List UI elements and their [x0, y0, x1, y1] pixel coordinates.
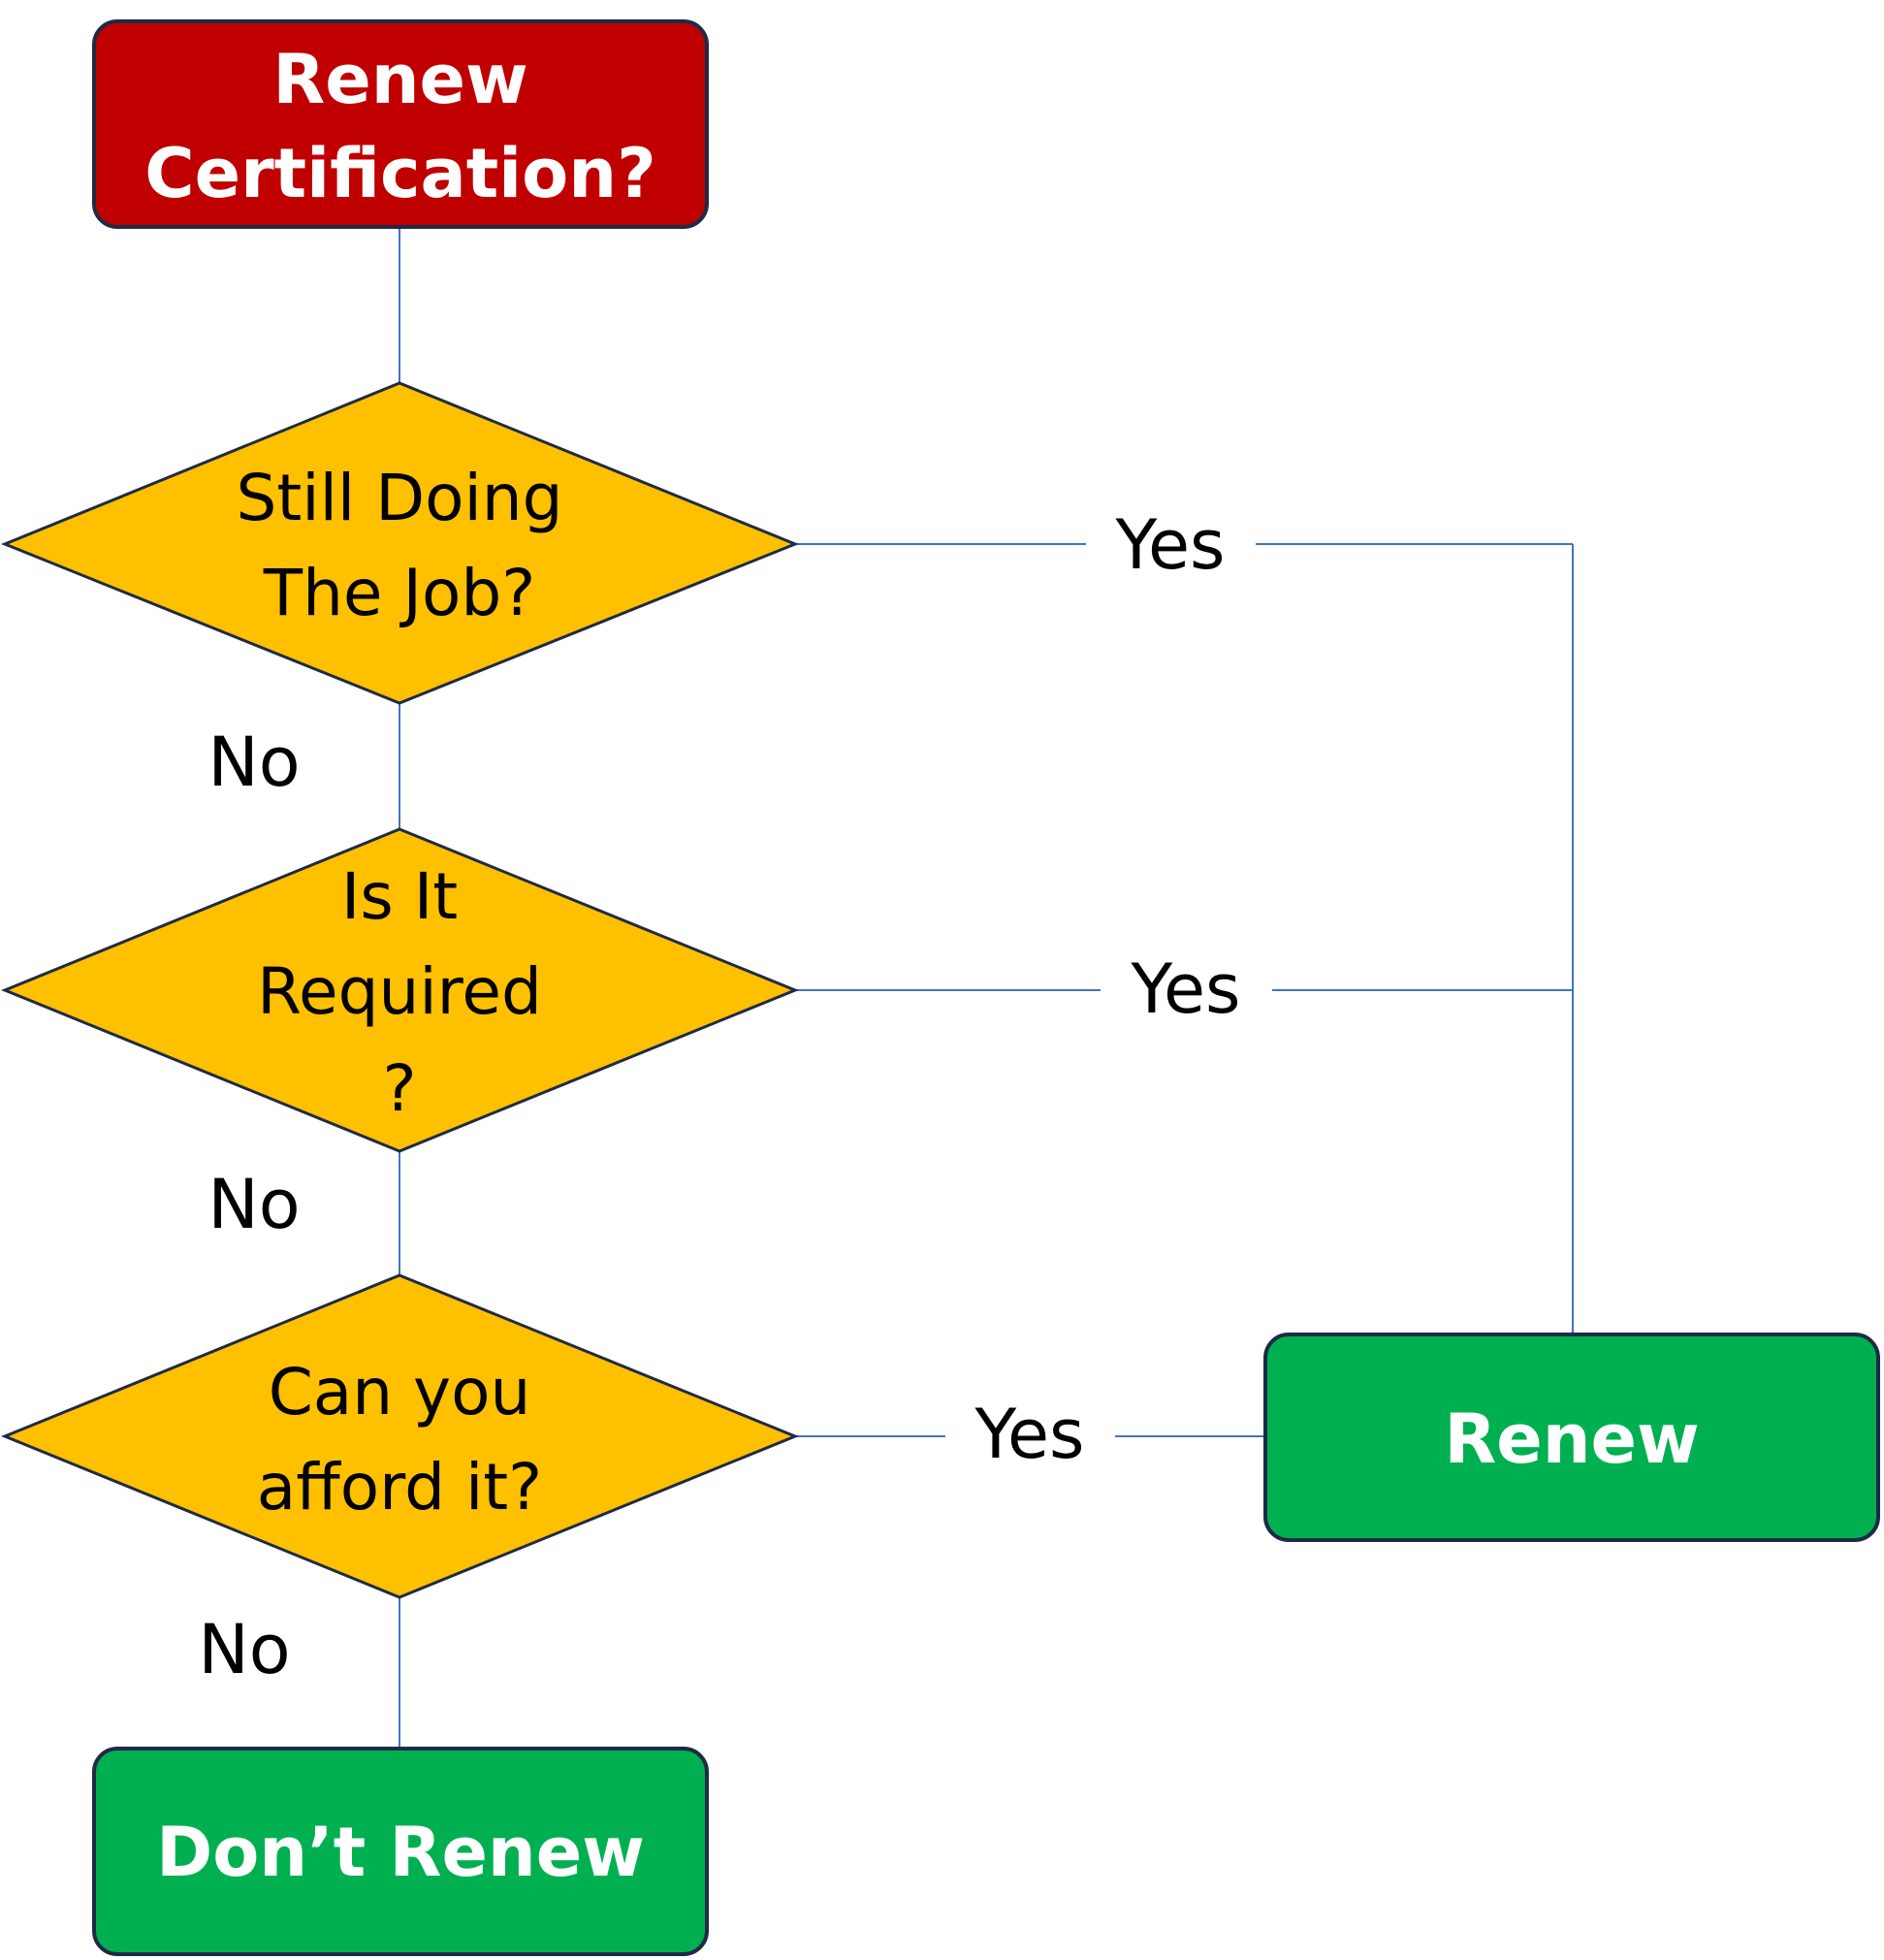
- decision-can-you-afford-it: Can you afford it?: [1, 1273, 799, 1599]
- dont-renew-box: [92, 1747, 709, 1956]
- outcome-dont-renew: Don’t Renew: [92, 1747, 709, 1956]
- start-node: Renew Certification?: [92, 19, 709, 229]
- decision-label-line-1: Is It: [341, 859, 458, 934]
- edge-labels: Yes Yes Yes No No No: [198, 505, 1240, 1689]
- decision-diamond: [1, 1273, 799, 1599]
- edge-label-yes-3: Yes: [974, 1395, 1085, 1474]
- outcome-renew: Renew: [1263, 1333, 1880, 1542]
- decision-label-line-2: afford it?: [257, 1450, 542, 1525]
- decision-label-line-1: Can you: [269, 1355, 531, 1430]
- edge-label-no-2: No: [208, 1165, 300, 1244]
- dont-renew-label: Don’t Renew: [156, 1813, 645, 1892]
- decision-still-doing-job: Still Doing The Job?: [1, 381, 800, 705]
- decision-is-it-required: Is It Required ?: [1, 827, 799, 1153]
- start-label-line-1: Renew: [272, 40, 527, 119]
- edge-label-no-3: No: [198, 1610, 290, 1689]
- decision-diamond: [1, 827, 799, 1153]
- connectors: [399, 227, 1574, 1749]
- renew-label: Renew: [1444, 1399, 1699, 1479]
- decision-label-line-2: The Job?: [263, 556, 536, 630]
- start-label-line-2: Certification?: [144, 134, 655, 213]
- decision-label-line-1: Still Doing: [236, 461, 562, 535]
- edge-label-no-1: No: [208, 723, 300, 802]
- decision-label-line-3: ?: [382, 1051, 416, 1126]
- edge-label-yes-1: Yes: [1115, 505, 1226, 585]
- decision-label-line-2: Required: [257, 954, 542, 1029]
- decision-diamond: [1, 381, 800, 705]
- renew-box: [1263, 1333, 1880, 1542]
- start-box: [92, 19, 709, 229]
- edge-label-yes-2: Yes: [1131, 949, 1241, 1029]
